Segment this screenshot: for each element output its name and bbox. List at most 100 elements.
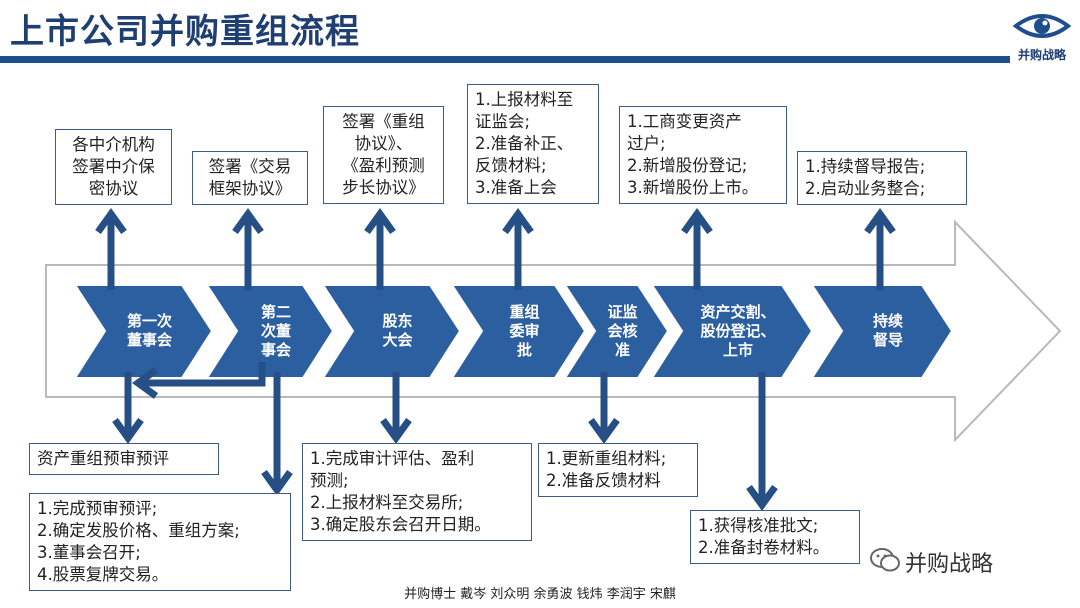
step-label-line: 重组 xyxy=(509,302,540,321)
info-box-line: 2.确定发股价格、重组方案; xyxy=(37,521,240,540)
info-box-line: 1.更新重组材料; xyxy=(546,449,667,468)
connector-deliv-down xyxy=(746,372,778,511)
connector-delivery-up xyxy=(681,208,713,290)
eye-icon xyxy=(1012,14,1072,38)
step-label-line: 会核 xyxy=(607,321,638,340)
step-label-board-1: 第一次董事会 xyxy=(90,312,210,350)
step-label-asset-delivery: 资产交割、股份登记、上市 xyxy=(678,303,798,360)
connector-board2-down xyxy=(261,372,293,496)
info-box-line: 2.新增股份登记; xyxy=(627,156,748,175)
step-label-board-2: 第二次董事会 xyxy=(216,303,336,360)
info-box-line: 2.启动业务整合; xyxy=(805,179,926,198)
step-chevron-restructuring-committee xyxy=(450,284,587,379)
info-box-line: 反馈材料; xyxy=(475,156,547,175)
info-box-line: 2.上报材料至交易所; xyxy=(310,493,464,512)
logo-text: 并购战略 xyxy=(1017,48,1066,62)
connector-board1-up xyxy=(95,208,127,290)
info-box-board2-tasks: 1.完成预审预评; 2.确定发股价格、重组方案; 3.董事会召开; 4.股票复牌交易。 xyxy=(29,493,291,591)
connector-board1-down xyxy=(112,372,144,444)
info-box-line: 《盈利预测 xyxy=(342,156,425,175)
step-chevron-csrc-approval xyxy=(563,284,670,379)
step-chevrons xyxy=(73,284,954,379)
connector-super-up xyxy=(864,208,896,290)
info-box-line: 资产重组预审预评 xyxy=(37,449,169,468)
credits: 并购博士 戴岑 刘众明 余勇波 钱炜 李润宇 宋麒 xyxy=(404,587,676,602)
info-box-line: 1.完成预审预评; xyxy=(37,499,158,518)
step-label-line: 证监 xyxy=(607,302,638,321)
info-box-line: 2.准备封卷材料。 xyxy=(698,538,830,557)
step-label-line: 大会 xyxy=(382,331,413,349)
info-box-line: 3.准备上会 xyxy=(475,178,557,197)
info-box-line: 协议》、 xyxy=(354,134,413,153)
info-box-line: 预测; xyxy=(310,471,349,490)
step-label-line: 上市 xyxy=(722,340,753,359)
step-label-line: 股东 xyxy=(382,312,413,330)
step-label-supervision: 持续督导 xyxy=(828,312,948,350)
step-label-line: 董事会 xyxy=(126,331,172,349)
connectors xyxy=(95,208,896,511)
connector-review-up xyxy=(502,208,534,290)
step-label-line: 督导 xyxy=(872,331,903,349)
info-box-line: 3.确定股东会召开日期。 xyxy=(310,515,491,534)
step-label-line: 事会 xyxy=(260,340,291,359)
connector-board2-back xyxy=(132,362,266,399)
info-box-line: 框架协议》 xyxy=(208,179,292,198)
info-box-line: 1.上报材料至 xyxy=(475,90,574,109)
step-chevron-asset-delivery xyxy=(650,284,814,379)
connector-sh-up xyxy=(364,208,396,290)
info-box-registration: 1.工商变更资产过户; 2.新增股份登记; 3.新增股份上市。 xyxy=(619,106,787,204)
page-title: 上市公司并购重组流程 xyxy=(10,12,360,52)
info-box-line: 4.股票复牌交易。 xyxy=(37,565,169,584)
info-box-line: 签署中介保 xyxy=(72,157,155,176)
info-box-line: 密协议 xyxy=(88,179,139,198)
info-box-line: 签署《交易 xyxy=(208,157,292,176)
info-box-line: 1.完成审计评估、盈利 xyxy=(310,449,475,468)
connector-board2-up xyxy=(232,208,264,290)
logo: 并购战略 xyxy=(1010,6,1074,64)
info-box-line: 步长协议》 xyxy=(342,178,425,197)
info-box-line: 2.准备反馈材料 xyxy=(546,471,661,490)
step-label-line: 批 xyxy=(516,340,532,359)
step-label-line: 第二 xyxy=(260,302,291,321)
step-label-restructuring-committee: 重组委审批 xyxy=(465,303,585,360)
step-label-line: 股份登记、 xyxy=(700,321,776,340)
info-box-line: 1.工商变更资产 xyxy=(627,112,742,131)
step-label-line: 持续 xyxy=(872,312,903,330)
step-chevron-supervision xyxy=(810,284,954,379)
step-label-line: 次董 xyxy=(260,321,291,340)
info-box-framework-agreement: 签署《交易框架协议》 xyxy=(192,151,308,205)
info-box-line: 证监会; xyxy=(475,112,531,131)
title-underline xyxy=(0,56,1010,63)
connector-csrc-down xyxy=(588,372,620,444)
step-chevron-board-2 xyxy=(205,284,335,379)
info-box-approval-doc: 1.获得核准批文; 2.准备封卷材料。 xyxy=(690,510,860,564)
step-label-line: 准 xyxy=(614,340,630,359)
info-box-line: 1.获得核准批文; xyxy=(698,516,819,535)
watermark: 并购战略 xyxy=(905,552,994,577)
info-box-line: 3.新增股份上市。 xyxy=(627,178,759,197)
step-label-line: 第一次 xyxy=(126,312,172,330)
step-label-line: 资产交割、 xyxy=(700,302,776,321)
info-box-ongoing: 1.持续督导报告; 2.启动业务整合; xyxy=(797,151,967,205)
info-box-update-materials: 1.更新重组材料; 2.准备反馈材料 xyxy=(538,443,698,497)
step-chevron-shareholders xyxy=(321,284,462,379)
info-box-audit-tasks: 1.完成审计评估、盈利预测; 2.上报材料至交易所; 3.确定股东会召开日期。 xyxy=(302,443,532,541)
info-box-pre-review: 资产重组预审预评 xyxy=(29,443,219,475)
info-box-restructuring-agreement: 签署《重组协议》、《盈利预测步长协议》 xyxy=(323,106,444,204)
step-label-csrc-approval: 证监会核准 xyxy=(563,303,683,360)
info-box-line: 2.准备补正、 xyxy=(475,134,574,153)
info-box-submit-csrc: 1.上报材料至证监会; 2.准备补正、反馈材料; 3.准备上会 xyxy=(467,84,599,204)
info-box-line: 过户; xyxy=(627,134,666,153)
step-label-line: 委审 xyxy=(509,321,540,340)
info-box-line: 3.董事会召开; xyxy=(37,543,141,562)
info-box-line: 各中介机构 xyxy=(72,135,155,154)
info-box-line: 签署《重组 xyxy=(342,112,425,131)
connector-sh-down xyxy=(380,372,412,444)
info-box-nda: 各中介机构签署中介保密协议 xyxy=(55,129,172,205)
info-box-line: 1.持续督导报告; xyxy=(805,157,926,176)
step-label-shareholders: 股东大会 xyxy=(338,312,458,350)
step-chevron-board-1 xyxy=(73,284,214,379)
wechat-icon xyxy=(870,548,900,572)
